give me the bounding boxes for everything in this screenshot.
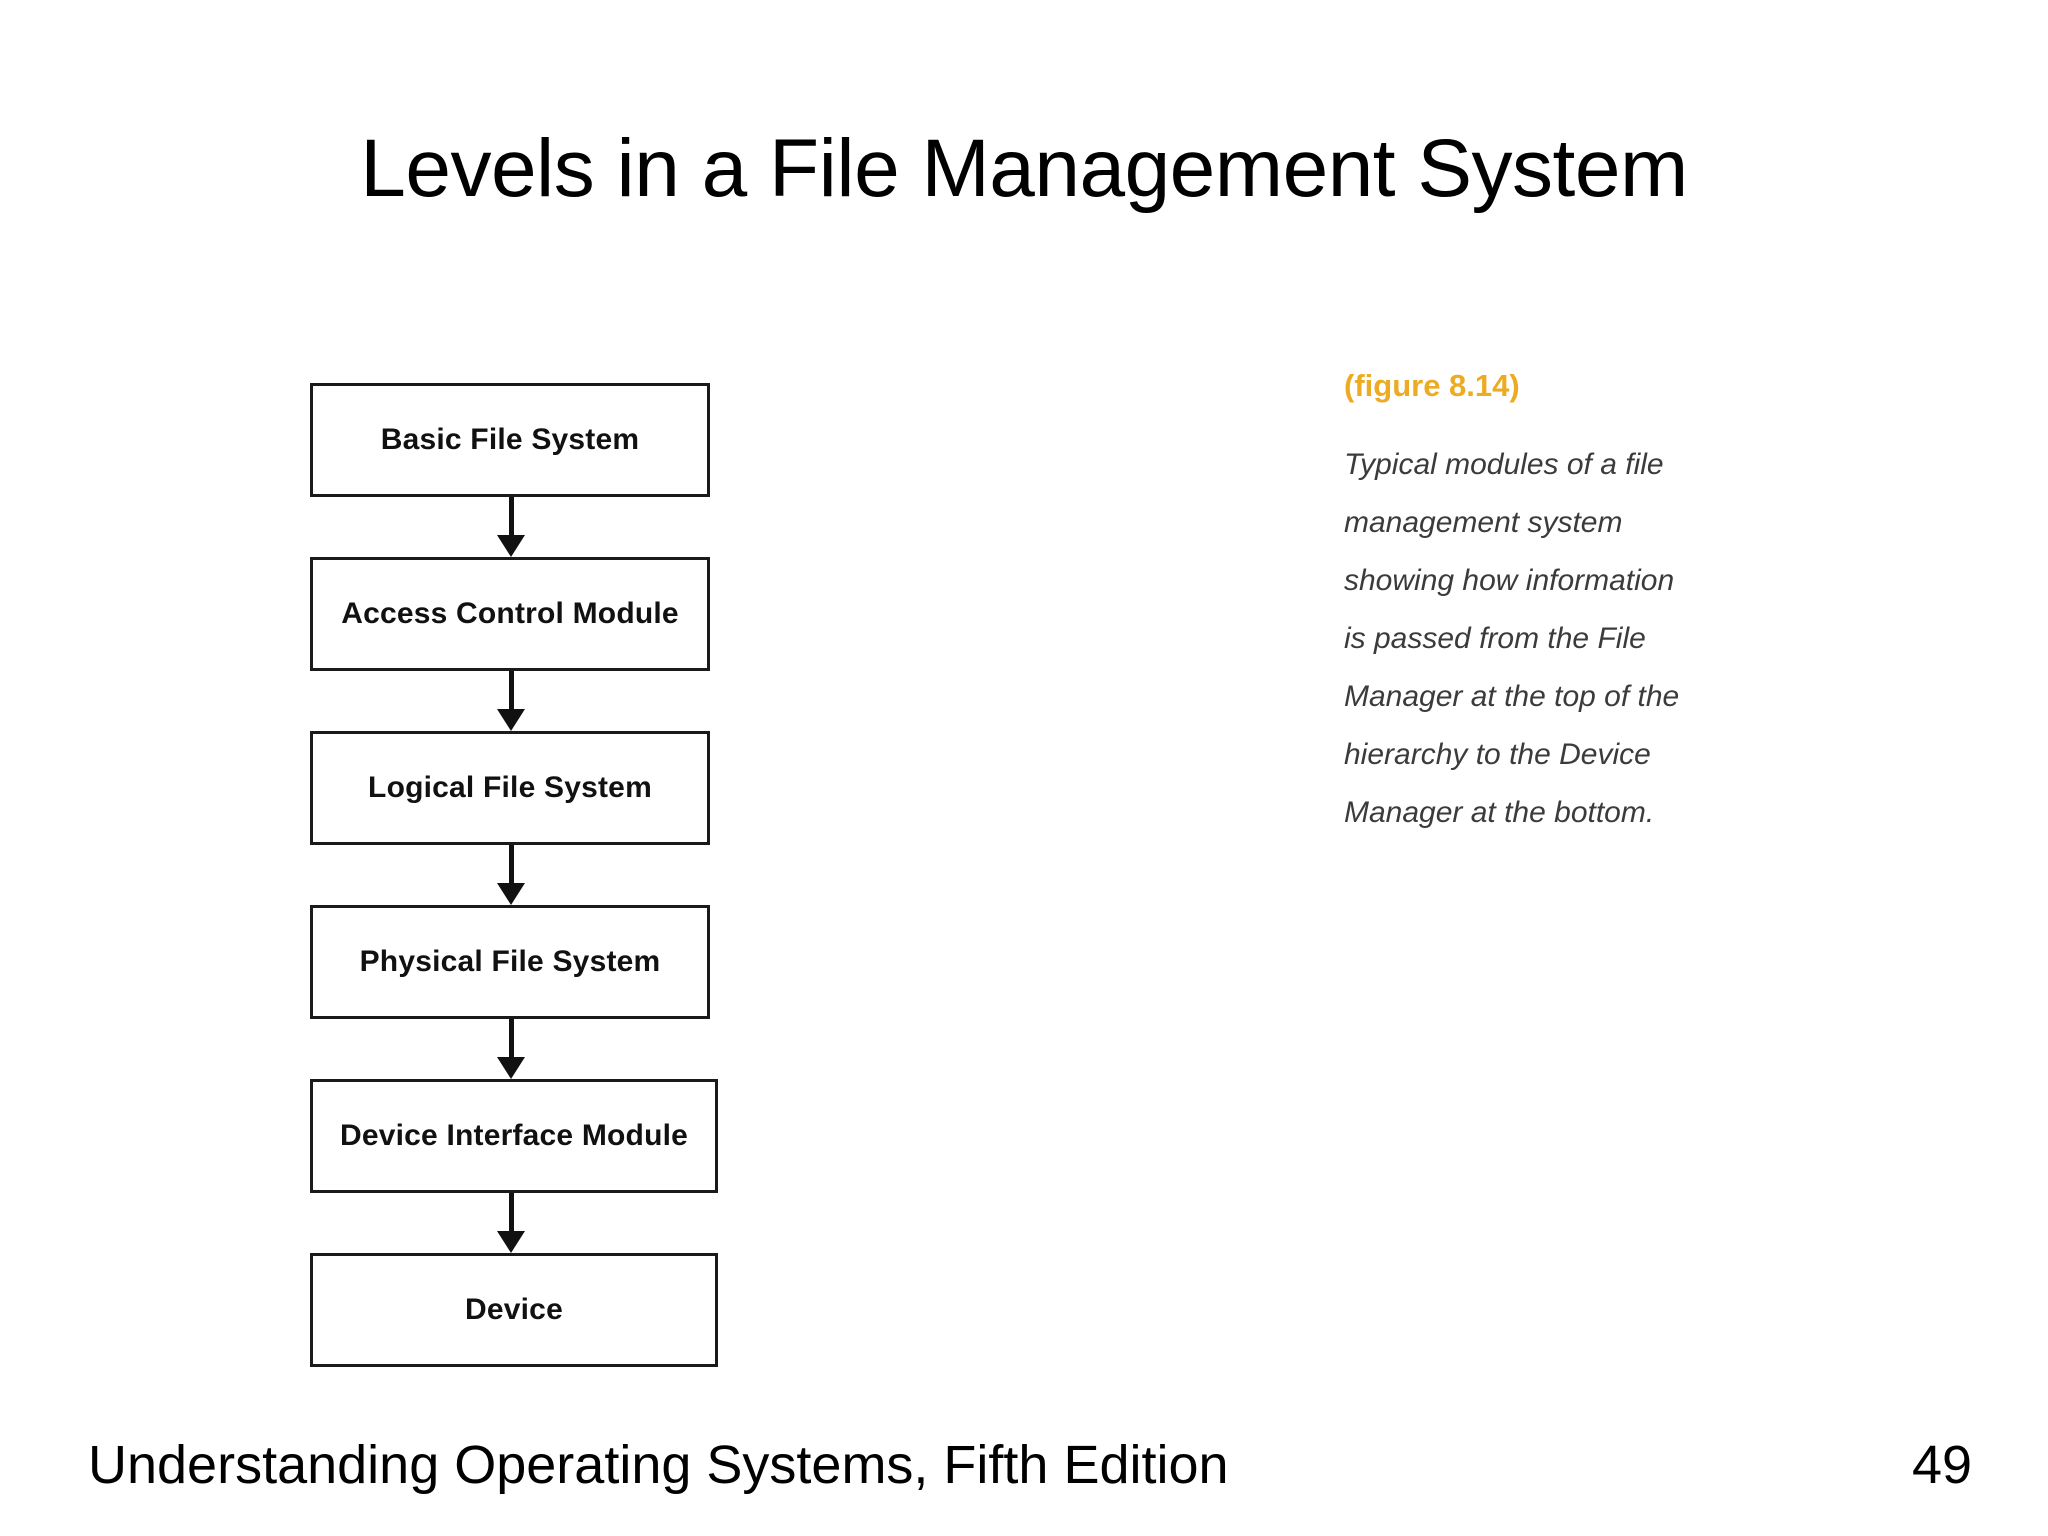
flow-arrow-down-4: [310, 1019, 710, 1079]
arrow-head-icon: [497, 1231, 525, 1253]
flow-node-label: Device: [465, 1293, 563, 1326]
arrow-shaft: [509, 845, 514, 889]
file-management-levels-flow: Basic File System Access Control Module …: [310, 383, 718, 1367]
figure-caption-line: is passed from the File: [1344, 622, 1646, 655]
flow-node-label: Device Interface Module: [339, 1119, 689, 1152]
flow-arrow-down-3: [310, 845, 710, 905]
flow-arrow-down-2: [310, 671, 710, 731]
arrow-shaft: [509, 1193, 514, 1237]
flow-node-access-control-module: Access Control Module: [310, 557, 710, 671]
figure-caption-line: showing how information: [1344, 564, 1675, 597]
flow-node-logical-file-system: Logical File System: [310, 731, 710, 845]
arrow-head-icon: [497, 535, 525, 557]
figure-caption-line: Typical modules of a file: [1344, 448, 1664, 481]
flow-node-device: Device: [310, 1253, 718, 1367]
flow-arrow-down-5: [310, 1193, 710, 1253]
arrow-shaft: [509, 1019, 514, 1063]
page-title: Levels in a File Management System: [360, 123, 1688, 214]
figure-caption: (figure 8.14) Typical modules of a file …: [1344, 368, 1814, 842]
flow-node-device-interface-module: Device Interface Module: [310, 1079, 718, 1193]
flow-node-label: Access Control Module: [341, 597, 679, 630]
arrow-shaft: [509, 671, 514, 715]
flow-node-physical-file-system: Physical File System: [310, 905, 710, 1019]
flow-node-label: Physical File System: [359, 945, 661, 978]
arrow-shaft: [509, 497, 514, 541]
figure-caption-line: hierarchy to the Device: [1344, 738, 1651, 771]
figure-caption-text: Typical modules of a file management sys…: [1344, 436, 1814, 842]
figure-caption-line: Manager at the top of the: [1344, 680, 1680, 713]
arrow-head-icon: [497, 709, 525, 731]
figure-number: (figure 8.14): [1344, 368, 1520, 403]
figure-caption-line: Manager at the bottom.: [1344, 796, 1655, 829]
arrow-head-icon: [497, 1057, 525, 1079]
flow-node-label: Basic File System: [380, 423, 640, 456]
figure-caption-line: management system: [1344, 506, 1623, 539]
arrow-head-icon: [497, 883, 525, 905]
flow-node-basic-file-system: Basic File System: [310, 383, 710, 497]
flow-node-label: Logical File System: [368, 771, 652, 804]
footer-page-number: 49: [1912, 1435, 1973, 1495]
flow-arrow-down-1: [310, 497, 710, 557]
footer-source-text: Understanding Operating Systems, Fifth E…: [88, 1435, 1229, 1495]
